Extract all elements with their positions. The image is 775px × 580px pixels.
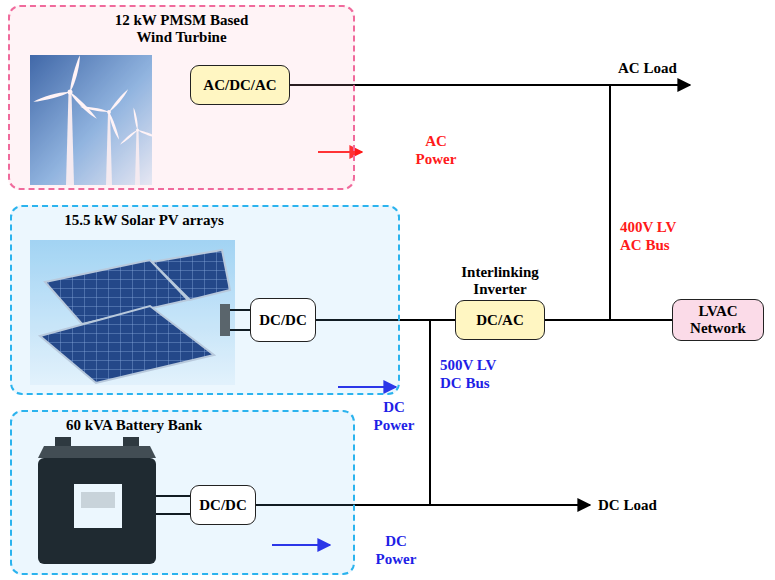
converter-box: DC/DC: [250, 298, 316, 342]
pv-subsystem-panel: 15.5 kW Solar PV arraysDC/DC: [10, 205, 400, 395]
panel-title: 15.5 kW Solar PV arrays: [24, 212, 264, 229]
network-box: LVAC Network: [672, 299, 764, 341]
bus-label: 500V LV DC Bus: [440, 356, 506, 392]
panel-title: 12 kW PMSM Based Wind Turbine: [107, 12, 257, 46]
box-label: AC/DC/AC: [203, 77, 276, 94]
inverter-heading: Interlinking Inverter: [445, 264, 555, 298]
power-flow-label: AC Power: [410, 132, 462, 168]
box-label: LVAC Network: [679, 303, 757, 337]
load-feeder-arrow: [610, 84, 690, 86]
converter-box: AC/DC/AC: [190, 65, 290, 105]
panel-title: 60 kVA Battery Bank: [24, 417, 244, 434]
bus-connector: [545, 319, 672, 321]
box-label: DC/AC: [476, 312, 524, 329]
box-label: DC/DC: [199, 497, 247, 514]
inverter-box: Interlinking InverterDC/AC: [455, 300, 545, 340]
load-label: AC Load: [618, 59, 677, 77]
battery-subsystem-panel: 60 kVA Battery BankDC/DC: [10, 410, 355, 575]
wind-subsystem-panel: 12 kW PMSM Based Wind TurbineAC/DC/AC: [8, 5, 355, 190]
bus-label: 400V LV AC Bus: [620, 218, 686, 254]
load-label: DC Load: [598, 496, 657, 514]
box-label: DC/DC: [259, 312, 307, 329]
load-feeder-arrow: [430, 504, 590, 506]
power-flow-label: DC Power: [370, 532, 422, 568]
power-flow-label: DC Power: [368, 398, 420, 434]
converter-box: DC/DC: [190, 485, 256, 525]
